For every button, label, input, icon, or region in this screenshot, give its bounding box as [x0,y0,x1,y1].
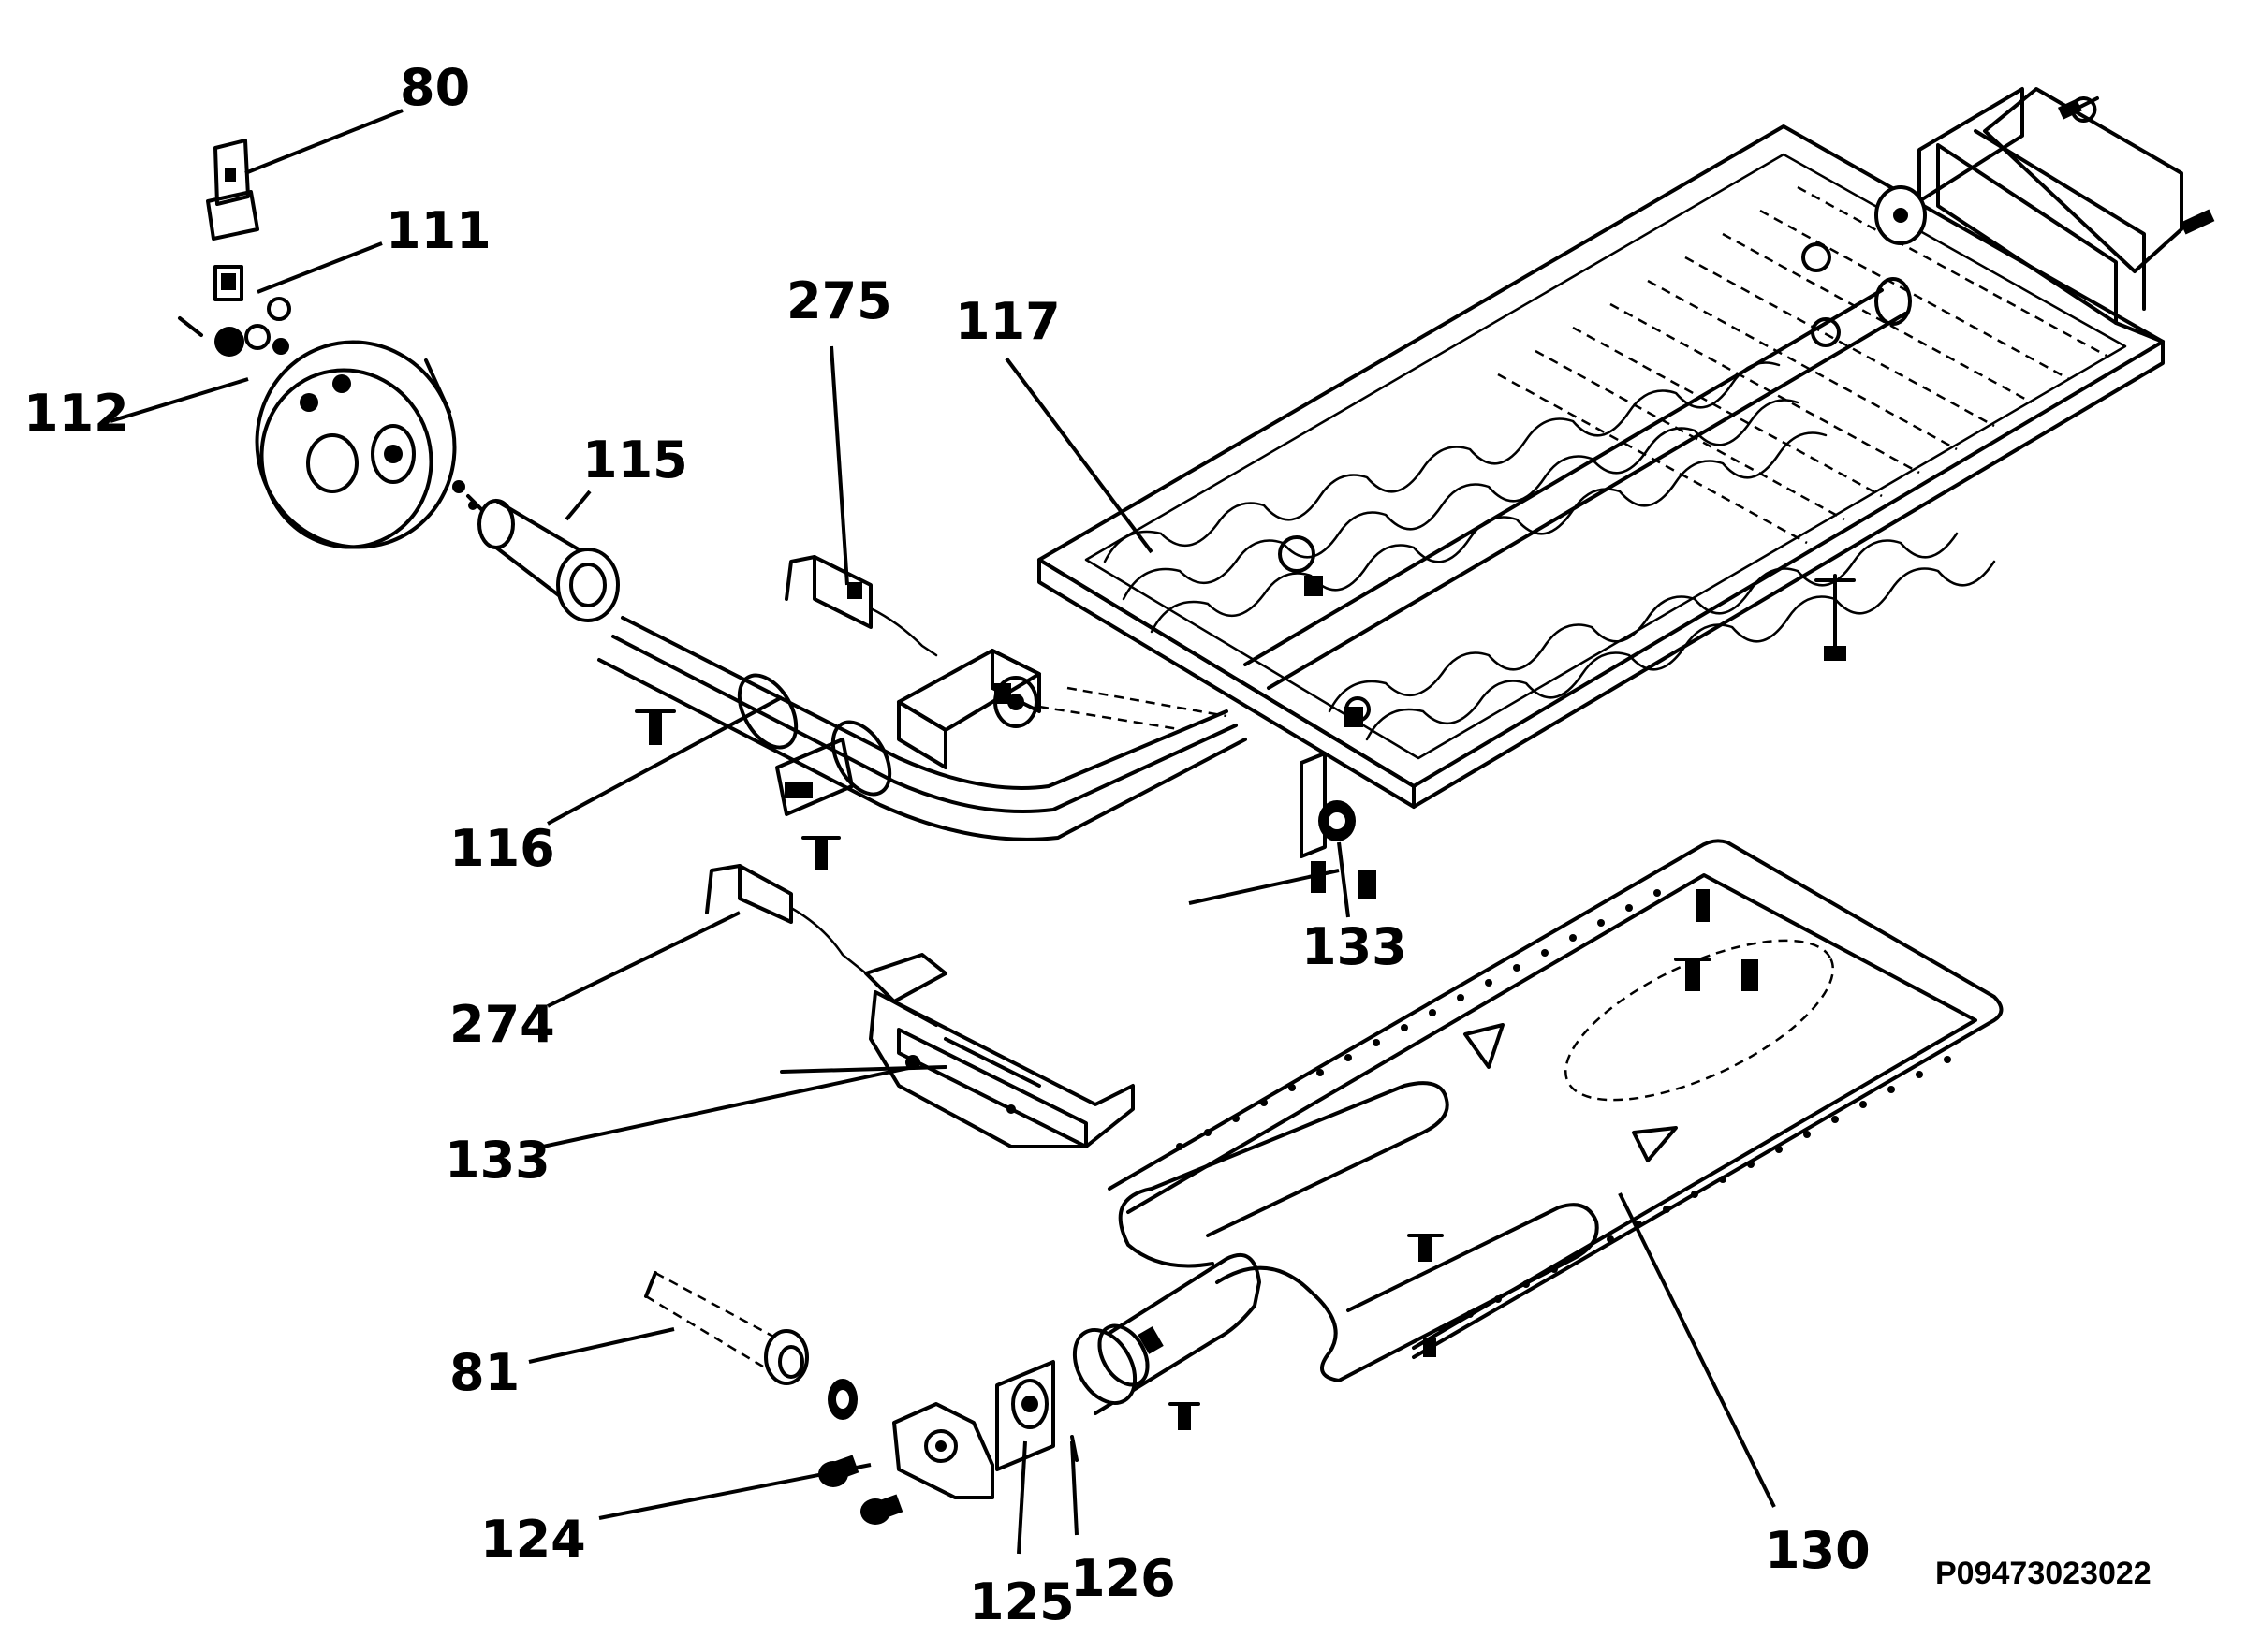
label-115: 115 [582,431,688,490]
label-111: 111 [386,201,492,260]
bracket-275 [785,555,938,657]
leader-lines [110,109,1776,1555]
label-80: 80 [400,58,470,117]
part-labels: 80 111 112 115 275 117 116 133 274 133 8… [23,58,2152,1631]
burner-venturi-tube [466,494,1247,870]
label-125: 125 [969,1572,1075,1631]
label-81: 81 [449,1343,520,1402]
label-130: 130 [1765,1521,1871,1580]
gas-control-valve [255,340,465,549]
label-124: 124 [480,1510,586,1569]
label-133-mid: 133 [445,1131,551,1190]
grill-burner-tray [1037,87,2215,899]
thermocouple-connector [178,139,291,357]
gas-inlet-fittings [644,1271,994,1525]
label-133-top: 133 [1301,917,1407,976]
oven-burner-130 [995,839,2004,1471]
drawing-code: P09473023022 [1935,1556,2152,1591]
label-275: 275 [786,271,892,330]
label-274: 274 [449,995,555,1054]
label-126: 126 [1070,1549,1176,1608]
label-112: 112 [23,384,129,443]
bracket-274 [705,864,1135,1148]
label-117: 117 [955,292,1061,351]
label-116: 116 [449,819,555,878]
